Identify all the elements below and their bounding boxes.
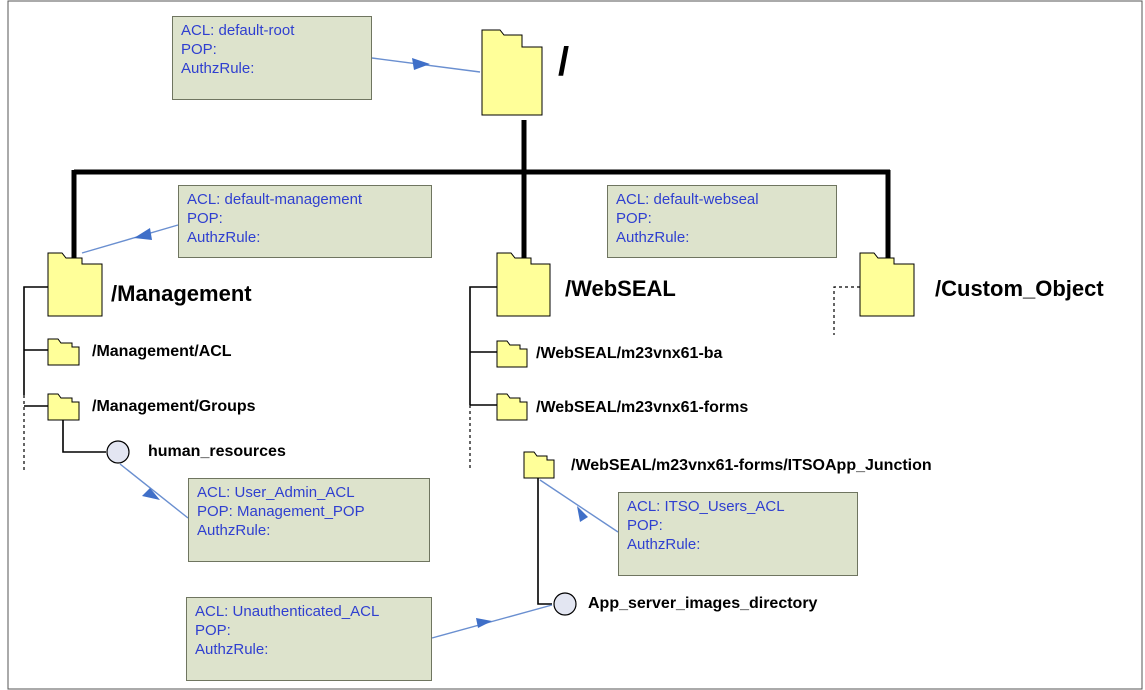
webseal-ba-folder-icon: [496, 340, 528, 368]
itso-junction-pop-text: POP:: [627, 517, 663, 534]
management-groups-label: /Management/Groups: [92, 398, 256, 415]
root-authz-text: AuthzRule:: [181, 60, 255, 77]
webseal-policy-box: ACL: default-webseal POP: AuthzRule:: [607, 185, 837, 258]
webseal-authz-text: AuthzRule:: [616, 229, 690, 246]
webseal-branch-lines: [469, 286, 552, 605]
webseal-label: /WebSEAL: [565, 276, 676, 301]
app-images-object-icon: [553, 592, 577, 616]
app-images-pop-text: POP:: [195, 622, 231, 639]
custom-object-label: /Custom_Object: [935, 276, 1104, 301]
policy-arrows: [81, 57, 619, 639]
itso-junction-label: /WebSEAL/m23vnx61-forms/ITSOApp_Junction: [571, 457, 932, 474]
webseal-forms-folder-icon: [496, 393, 528, 421]
webseal-ba-label: /WebSEAL/m23vnx61-ba: [536, 345, 723, 362]
itso-junction-folder-icon: [523, 451, 555, 479]
human-resources-policy-box: ACL: User_Admin_ACL POP: Management_POP …: [188, 478, 430, 562]
human-resources-object-icon: [106, 440, 130, 464]
human-resources-pop-text: POP: Management_POP: [197, 503, 365, 520]
management-folder-icon: [47, 252, 103, 317]
root-policy-box: ACL: default-root POP: AuthzRule:: [172, 16, 372, 100]
root-pop-text: POP:: [181, 41, 217, 58]
management-pop-text: POP:: [187, 210, 223, 227]
itso-junction-policy-box: ACL: ITSO_Users_ACL POP: AuthzRule:: [618, 492, 858, 576]
management-acl-text: ACL: default-management: [187, 191, 363, 208]
app-images-authz-text: AuthzRule:: [195, 641, 269, 658]
human-resources-policy-arrow: [119, 463, 189, 519]
management-policy-box: ACL: default-management POP: AuthzRule:: [178, 185, 432, 258]
app-images-policy-arrow: [431, 604, 553, 639]
app-images-policy-box: ACL: Unauthenticated_ACL POP: AuthzRule:: [186, 597, 432, 681]
app-images-acl-text: ACL: Unauthenticated_ACL: [195, 603, 380, 620]
folders: [47, 29, 915, 479]
diagram-frame: [7, 0, 1143, 690]
management-acl-label: /Management/ACL: [92, 343, 232, 360]
itso-junction-acl-text: ACL: ITSO_Users_ACL: [627, 498, 785, 515]
management-groups-folder-icon: [47, 393, 80, 421]
custom-object-folder-icon: [859, 252, 915, 317]
human-resources-label: human_resources: [148, 443, 286, 460]
root-folder-icon: [481, 29, 543, 116]
root-label: /: [558, 40, 570, 84]
human-resources-acl-text: ACL: User_Admin_ACL: [197, 484, 355, 501]
management-branch-lines: [23, 286, 106, 453]
webseal-forms-label: /WebSEAL/m23vnx61-forms: [536, 399, 749, 416]
app-images-label: App_server_images_directory: [588, 595, 818, 612]
root-acl-text: ACL: default-root: [181, 22, 295, 39]
human-resources-authz-text: AuthzRule:: [197, 522, 271, 539]
itso-junction-policy-arrow: [539, 479, 619, 533]
policy-arrowheads: [134, 58, 588, 628]
root-tree-lines: [71, 120, 891, 258]
management-acl-folder-icon: [47, 338, 80, 366]
management-policy-arrow: [81, 224, 179, 254]
management-label: /Management: [111, 281, 252, 306]
custom-object-dashed: [833, 286, 860, 335]
management-authz-text: AuthzRule:: [187, 229, 261, 246]
webseal-folder-icon: [496, 252, 551, 317]
itso-junction-authz-text: AuthzRule:: [627, 536, 701, 553]
webseal-acl-text: ACL: default-webseal: [616, 191, 759, 208]
webseal-pop-text: POP:: [616, 210, 652, 227]
